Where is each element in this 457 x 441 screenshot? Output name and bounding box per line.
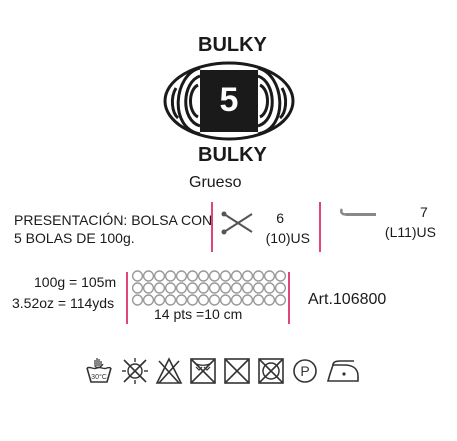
crochet-size: 7 [420, 204, 428, 220]
stitch [208, 270, 221, 282]
stitch [164, 294, 177, 306]
separator-4 [288, 272, 290, 324]
hand-wash-30c-icon: 30°C [84, 356, 114, 386]
length-metric: 100g = 105m [34, 274, 117, 290]
stitch [142, 270, 155, 282]
svg-text:P: P [300, 363, 309, 379]
separator-2 [319, 202, 321, 252]
no-dry-clean-icon [188, 356, 218, 386]
stitch [263, 282, 276, 294]
svg-text:30°C: 30°C [91, 373, 107, 381]
stitch [252, 282, 265, 294]
stitch [164, 270, 177, 282]
knitting-needles-icon [220, 206, 256, 238]
stitch [230, 270, 243, 282]
stitch [208, 294, 221, 306]
stitch [241, 294, 254, 306]
stitch [230, 294, 243, 306]
stitch [274, 294, 287, 306]
stitch [186, 294, 199, 306]
stitch [219, 270, 232, 282]
weight-top-label: BULKY [198, 34, 267, 56]
stitch [153, 270, 166, 282]
stitch [186, 270, 199, 282]
stitch [274, 282, 287, 294]
stitch [230, 282, 243, 294]
article-number: Art.106800 [308, 291, 387, 308]
yarn-skein-icon [160, 58, 298, 144]
stitch [186, 282, 199, 294]
presentation-line1: PRESENTACIÓN: BOLSA CON [14, 212, 213, 228]
crochet-us-size: (L11)US [384, 224, 436, 240]
stitch [241, 270, 254, 282]
stitch [175, 294, 188, 306]
stitch [241, 282, 254, 294]
stitch [131, 270, 144, 282]
stitch [175, 282, 188, 294]
stitch [175, 270, 188, 282]
stitch [252, 270, 265, 282]
presentation-line2: 5 BOLAS DE 100g. [14, 230, 135, 246]
stitch [274, 270, 287, 282]
no-chlorine-icon [154, 356, 184, 386]
separator-1 [211, 202, 213, 252]
no-tumble-dry-icon [222, 356, 252, 386]
stitch [131, 282, 144, 294]
length-imperial: 3.52oz = 114yds [12, 295, 115, 311]
stitch [142, 294, 155, 306]
iron-low-icon [324, 356, 362, 386]
stitch [197, 294, 210, 306]
stitch [131, 294, 144, 306]
weight-name: Grueso [189, 174, 242, 191]
no-bleach-icon [120, 356, 150, 386]
stitch [142, 282, 155, 294]
stitch [252, 294, 265, 306]
stitch [197, 282, 210, 294]
stitch [164, 282, 177, 294]
separator-3 [126, 272, 128, 324]
weight-number: 5 [219, 81, 239, 119]
stitch [219, 282, 232, 294]
crochet-hook-icon [338, 206, 378, 222]
stitch [263, 294, 276, 306]
no-tumble-dry-circle-icon [256, 356, 286, 386]
needle-size: 6 [276, 210, 284, 226]
stitch [263, 270, 276, 282]
stitch [219, 294, 232, 306]
dry-clean-p-icon: P [290, 356, 320, 386]
stitch [153, 294, 166, 306]
knit-swatch-icon [131, 270, 287, 306]
gauge-label: 14 pts =10 cm [154, 306, 243, 322]
stitch [208, 282, 221, 294]
weight-bottom-label: BULKY [198, 144, 267, 166]
needle-us-size: (10)US [265, 230, 310, 246]
stitch [153, 282, 166, 294]
stitch [197, 270, 210, 282]
